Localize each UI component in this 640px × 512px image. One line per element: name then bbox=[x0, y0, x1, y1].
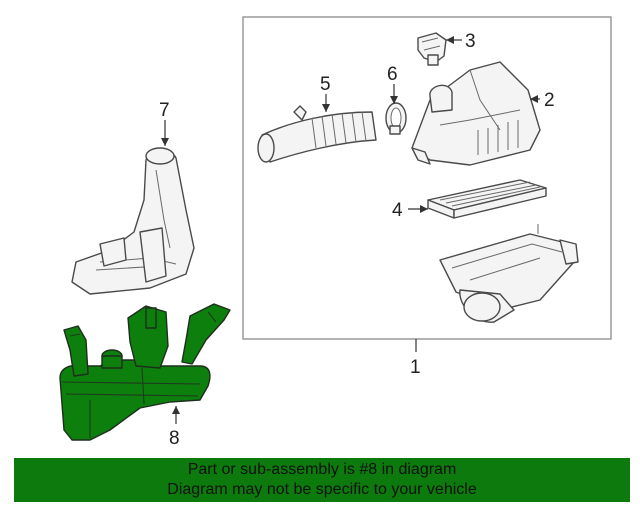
part-8-resonator bbox=[59, 303, 231, 441]
callout-8: 8 bbox=[169, 428, 180, 449]
lower-housing bbox=[439, 224, 579, 323]
banner-line-2: Diagram may not be specific to your vehi… bbox=[167, 481, 477, 498]
arrowhead-7 bbox=[161, 138, 169, 146]
callout-3: 3 bbox=[465, 31, 476, 52]
part-3-sensor bbox=[417, 32, 447, 66]
callout-7: 7 bbox=[159, 100, 170, 121]
callout-1: 1 bbox=[410, 357, 421, 378]
callout-2: 2 bbox=[544, 90, 555, 111]
part-5-intake-hose bbox=[257, 105, 377, 163]
arrowhead-6 bbox=[390, 96, 398, 104]
callout-6: 6 bbox=[387, 64, 398, 85]
banner-line-1: Part or sub-assembly is #8 in diagram bbox=[187, 461, 457, 478]
part-6-clamp bbox=[385, 102, 407, 135]
arrowhead-2 bbox=[530, 95, 538, 103]
part-7-duct bbox=[71, 147, 195, 295]
part-2-upper-housing bbox=[411, 61, 541, 166]
parts-diagram: 1 3 2 5 6 4 bbox=[59, 16, 612, 449]
arrowhead-5 bbox=[322, 104, 330, 112]
part-4-filter bbox=[427, 179, 547, 219]
arrowhead-4 bbox=[420, 205, 428, 213]
arrowhead-3 bbox=[446, 36, 454, 44]
assembly-box bbox=[242, 16, 612, 340]
info-banner: Part or sub-assembly is #8 in diagram Di… bbox=[14, 458, 630, 502]
callout-4: 4 bbox=[392, 200, 403, 221]
callout-5: 5 bbox=[320, 74, 331, 95]
arrowhead-8 bbox=[172, 406, 180, 414]
